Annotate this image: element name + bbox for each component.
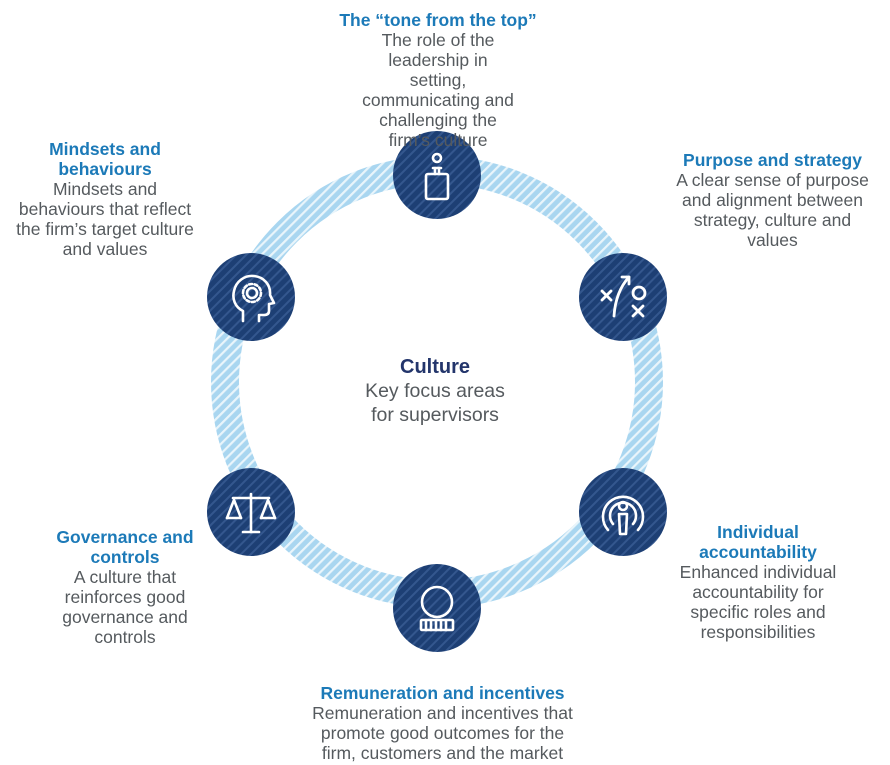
area-title: Mindsets and behaviours <box>49 139 161 179</box>
strategy-play-icon <box>579 253 667 341</box>
node-individual-accountability <box>579 468 667 556</box>
area-description: Remuneration and incentives that promote… <box>312 703 573 763</box>
center-title: Culture <box>400 356 470 378</box>
node-mindsets-and-behaviours <box>207 253 295 341</box>
node-governance-and-controls <box>207 468 295 556</box>
person-broadcast-icon <box>579 468 667 556</box>
scales-of-justice-icon <box>207 468 295 556</box>
area-description: A culture that reinforces good governanc… <box>62 567 188 647</box>
area-label-governance-and-controls: Governance and controls A culture that r… <box>50 527 200 647</box>
node-purpose-and-strategy <box>579 253 667 341</box>
area-title: Purpose and strategy <box>683 150 862 170</box>
area-label-tone-from-the-top: The “tone from the top” The role of the … <box>318 10 558 150</box>
area-description: The role of the leadership in setting, c… <box>362 30 514 150</box>
piggy-bank-icon <box>393 564 481 652</box>
area-description: Mindsets and behaviours that reflect the… <box>16 179 194 259</box>
center-subtitle: Key focus areas for supervisors <box>365 380 505 426</box>
podium-speaker-icon <box>393 131 481 219</box>
area-title: The “tone from the top” <box>339 10 537 30</box>
node-remuneration-and-incentives <box>393 564 481 652</box>
area-label-individual-accountability: Individual accountability Enhanced indiv… <box>668 522 848 642</box>
center-label: Culture Key focus areas for supervisors <box>318 355 552 427</box>
head-gear-icon <box>207 253 295 341</box>
area-label-remuneration-and-incentives: Remuneration and incentives Remuneration… <box>280 683 605 763</box>
area-label-mindsets-and-behaviours: Mindsets and behaviours Mindsets and beh… <box>0 139 210 259</box>
area-title: Remuneration and incentives <box>320 683 565 703</box>
area-description: A clear sense of purpose and alignment b… <box>676 170 869 250</box>
node-tone-from-the-top <box>393 131 481 219</box>
area-title: Governance and controls <box>56 527 194 567</box>
area-label-purpose-and-strategy: Purpose and strategy A clear sense of pu… <box>660 150 885 250</box>
area-description: Enhanced individual accountability for s… <box>679 562 837 642</box>
area-title: Individual accountability <box>699 522 817 562</box>
